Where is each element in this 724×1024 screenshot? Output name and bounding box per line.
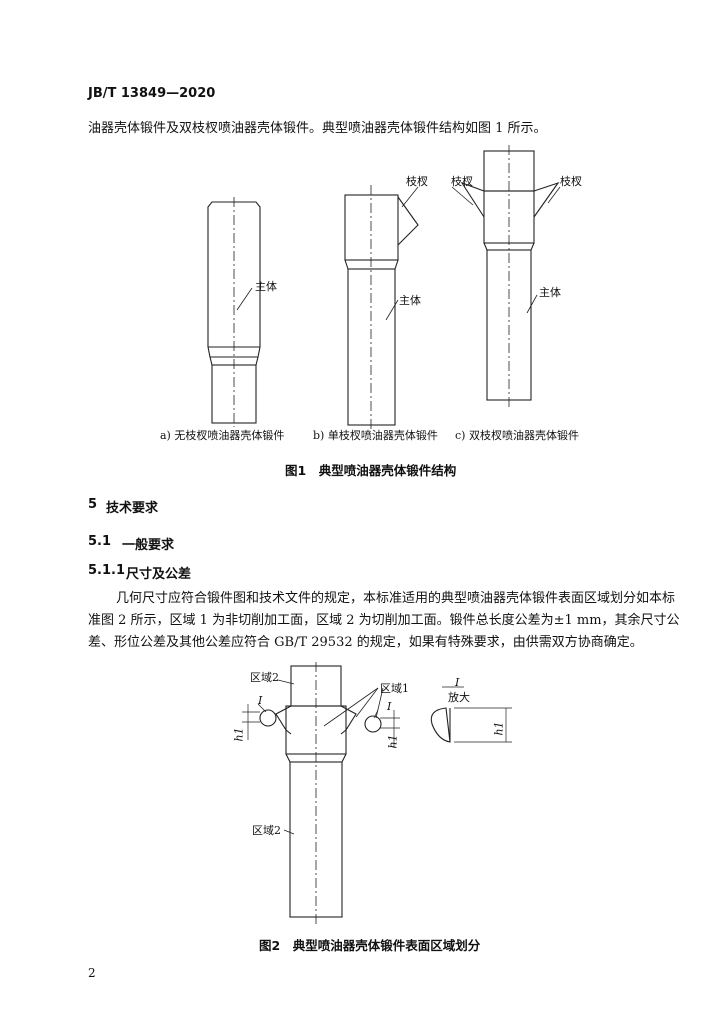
- label-main-body-c: 主体: [539, 286, 561, 299]
- subcaption-c: c) 双枝杈喷油器壳体锻件: [455, 429, 579, 442]
- h1-label-right: h1: [386, 734, 400, 749]
- h1-label-detail: h1: [492, 721, 506, 736]
- label-main-body-a: 主体: [255, 280, 277, 293]
- detail-enlarged-label: 放大: [448, 691, 470, 704]
- figure-1-drawing: [207, 145, 561, 430]
- intro-text: 油器壳体锻件及双枝杈喷油器壳体锻件。典型喷油器壳体锻件结构如图 1 所示。: [88, 121, 547, 136]
- figure-2-drawing: [242, 662, 512, 924]
- label-branch-c-right: 枝杈: [560, 175, 582, 188]
- figure-2-caption: 图2 典型喷油器壳体锻件表面区域划分: [259, 938, 481, 953]
- document-id: JB/T 13849—2020: [88, 86, 216, 101]
- label-branch-c-left: 枝杈: [451, 175, 473, 188]
- label-branch-b: 枝杈: [406, 175, 428, 188]
- zone-2-bottom-label: 区域2: [252, 824, 281, 837]
- h1-label-left: h1: [232, 727, 246, 742]
- figure-1-caption: 图1 典型喷油器壳体锻件结构: [285, 463, 457, 478]
- detail-mark-left: I: [258, 694, 263, 707]
- section-5-1-1-title: 尺寸及公差: [126, 567, 192, 582]
- forging-a: [207, 197, 261, 427]
- detail-mark-right: I: [387, 700, 392, 713]
- section-5-1-1-number: 5.1.1: [88, 563, 126, 578]
- label-main-body-b: 主体: [399, 294, 421, 307]
- subcaption-a: a) 无枝杈喷油器壳体锻件: [160, 429, 285, 442]
- paragraph-line-1: 几何尺寸应符合锻件图和技术文件的规定，本标准适用的典型喷油器壳体锻件表面区域划分…: [116, 591, 676, 606]
- section-5-1-title: 一般要求: [122, 538, 175, 553]
- section-5-1-number: 5.1: [88, 534, 112, 549]
- forging-c: [460, 145, 560, 407]
- zone-2-top-label: 区域2: [250, 671, 279, 684]
- paragraph-line-3: 差、形位公差及其他公差应符合 GB/T 29532 的规定，如果有特殊要求，由供…: [88, 635, 643, 650]
- section-5-number: 5: [88, 497, 98, 512]
- subcaption-b: b) 单枝杈喷油器壳体锻件: [313, 429, 438, 442]
- zone-1-label: 区域1: [380, 682, 409, 695]
- page-number: 2: [88, 966, 96, 980]
- paragraph-line-2: 准图 2 所示，区域 1 为非切削加工面，区域 2 为切削加工面。锻件总长度公差…: [88, 613, 680, 628]
- detail-mark-top: I: [455, 676, 460, 689]
- forging-b: [344, 185, 419, 430]
- section-5-title: 技术要求: [106, 501, 159, 516]
